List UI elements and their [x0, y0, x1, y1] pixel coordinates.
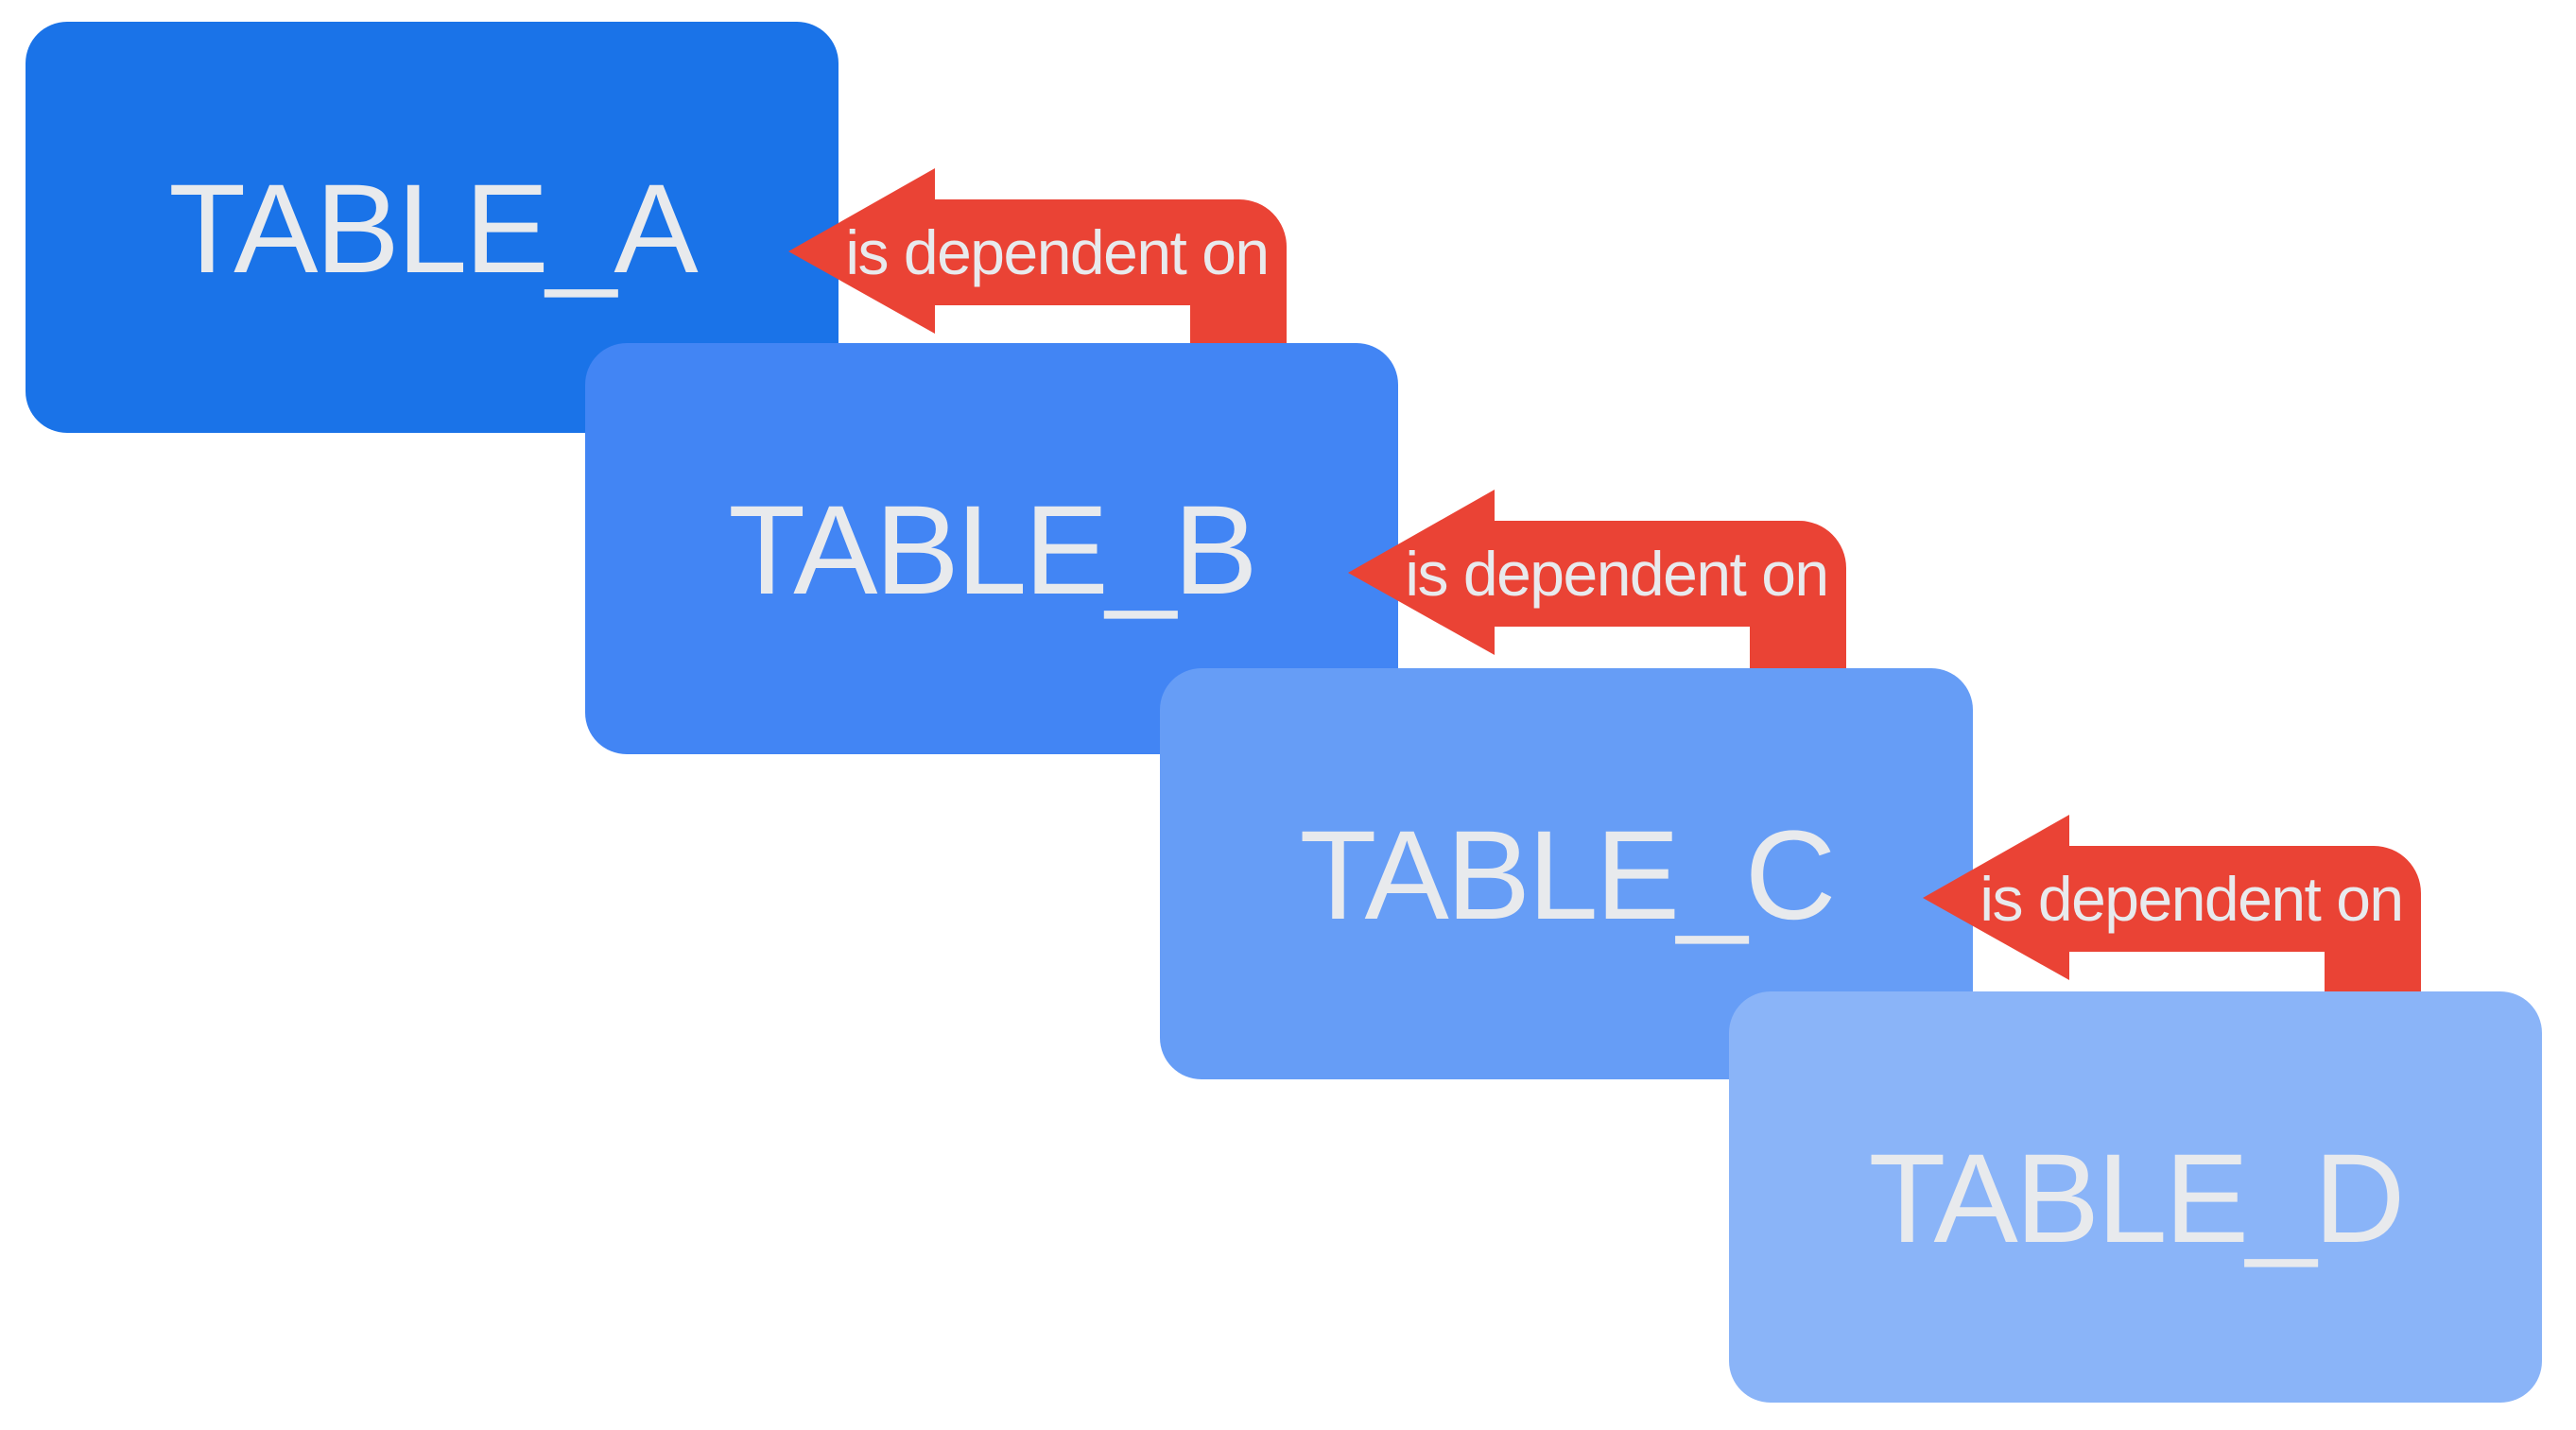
dependency-arrow-d-to-c	[1923, 815, 2421, 1030]
dependency-arrow-b-to-a-label: is dependent on	[845, 217, 1268, 287]
table-c-label: TABLE_C	[1300, 805, 1834, 946]
table-c-box	[1160, 668, 1973, 1079]
dependency-arrow-c-to-b	[1348, 490, 1846, 705]
table-b-label: TABLE_B	[728, 480, 1254, 621]
table-b-box	[585, 343, 1398, 754]
dependency-arrow-b-to-a	[788, 168, 1287, 384]
dependency-arrow-d-to-c-label: is dependent on	[1980, 864, 2402, 934]
table-a-label: TABLE_A	[168, 159, 699, 300]
table-a-box	[26, 22, 838, 433]
dependency-arrow-c-to-b-label: is dependent on	[1405, 539, 1827, 609]
table-d-label: TABLE_D	[1869, 1128, 2403, 1269]
table-d-box	[1729, 991, 2542, 1403]
